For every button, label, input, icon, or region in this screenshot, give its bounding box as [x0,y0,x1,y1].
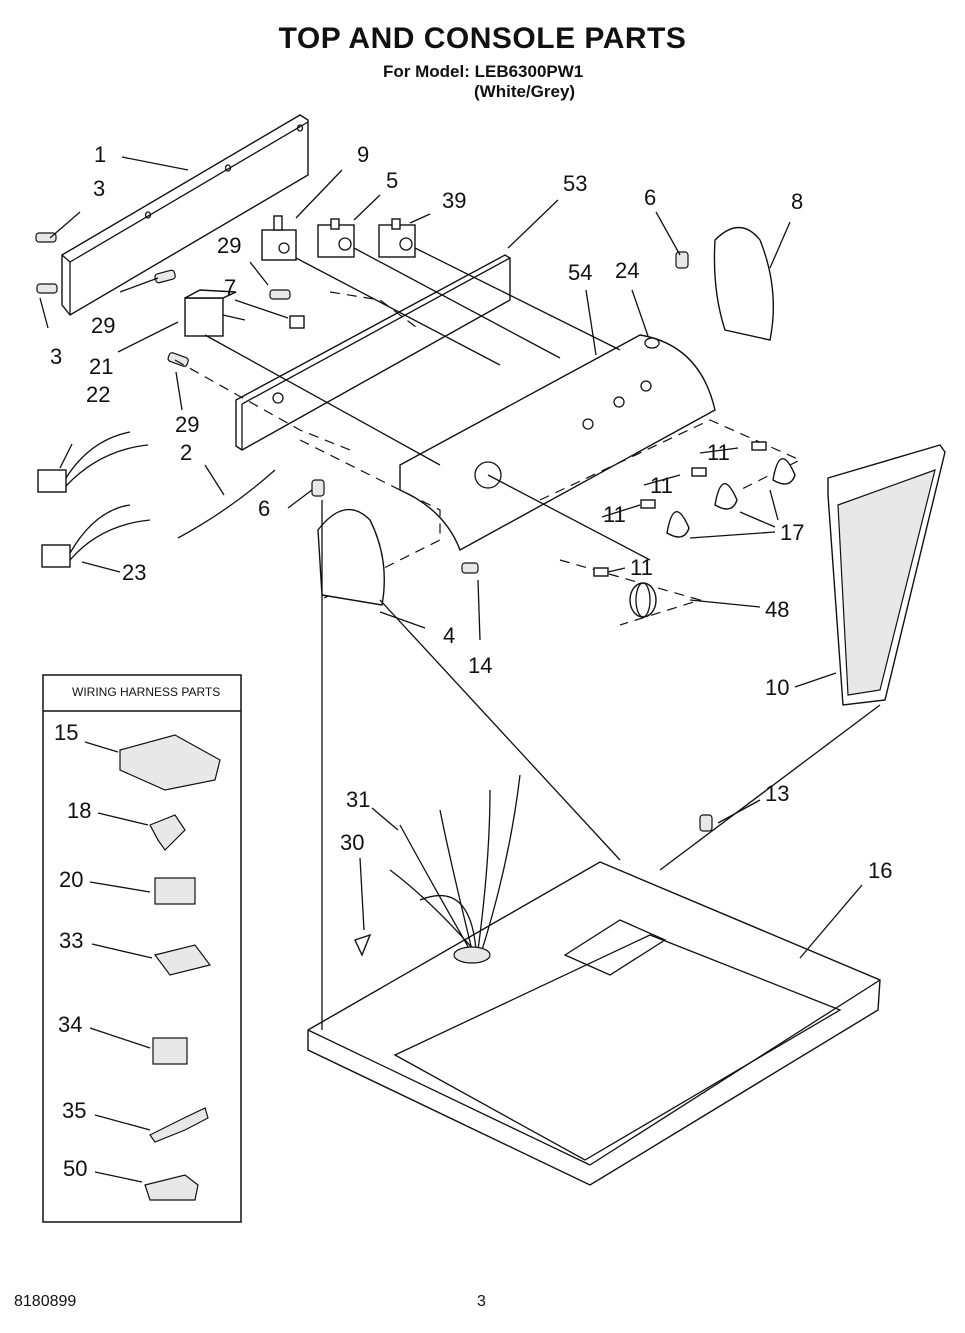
end-cap-8 [713,226,775,341]
callout-3-bottom: 3 [50,344,62,369]
callout-11-d: 11 [630,555,653,580]
connector-33 [153,944,212,976]
model-number: For Model: LEB6300PW1 [383,62,584,81]
callout-29-c: 29 [175,412,199,437]
switch-part-9 [261,215,297,261]
connector-15 [119,734,221,791]
clip-11-c [640,499,656,509]
dryer-top-16 [307,500,881,1186]
knob-17-a [772,458,796,485]
callout-10: 10 [765,675,789,700]
callout-21: 21 [89,354,113,379]
control-bracket-53 [235,254,511,451]
callout-11-c: 11 [603,502,626,527]
callout-17: 17 [780,520,804,545]
callout-39: 39 [442,188,466,213]
document-number: 8180899 [14,1293,77,1310]
callout-35: 35 [62,1098,86,1123]
callout-29-a: 29 [217,233,241,258]
screw-29-a [154,269,176,284]
callout-11-a: 11 [707,440,730,465]
clip-11-a [751,441,767,451]
knob-48 [629,582,657,618]
wiring-harness-31 [389,774,521,964]
callout-50: 50 [63,1156,87,1181]
terminal-35 [149,1107,209,1143]
clip-11-b [691,467,707,477]
harness-22 [37,431,149,493]
callout-3-top: 3 [93,176,105,201]
callout-34: 34 [58,1012,82,1037]
callout-23: 23 [122,560,146,585]
callout-48: 48 [765,597,789,622]
callout-9: 9 [357,142,369,167]
callout-30: 30 [340,830,364,855]
screw-3-top [35,232,57,243]
console-54 [399,334,716,552]
console-back-panel [61,114,309,316]
callout-53: 53 [563,171,587,196]
callout-7: 7 [224,275,236,300]
screw-3-bottom [36,283,58,294]
switch-part-7 [289,315,305,329]
leader-arrows [39,156,863,1183]
end-cap-4 [317,508,385,606]
callout-16: 16 [868,858,892,883]
page-number: 3 [477,1293,486,1310]
callout-1: 1 [94,142,106,167]
callout-29-b: 29 [91,313,115,338]
wire-2 [177,469,276,539]
callout-31: 31 [346,787,370,812]
callout-6-top: 6 [644,185,656,210]
clip-part-30 [354,933,372,957]
page-title: TOP AND CONSOLE PARTS [278,22,687,55]
callout-15: 15 [54,720,78,745]
knob-17-c [666,511,690,538]
clip-11-d [593,567,609,577]
connector-34 [152,1037,188,1065]
callout-5: 5 [386,168,398,193]
callout-14: 14 [468,653,492,678]
wiring-box-title: WIRING HARNESS PARTS [72,685,220,699]
timer-part-21 [184,289,246,337]
callout-54: 54 [568,260,592,285]
screw-6-top [675,251,689,269]
connector-20 [154,877,196,905]
callout-11-b: 11 [650,473,673,498]
screw-13 [699,814,713,832]
callout-24: 24 [615,258,639,283]
color-variant: (White/Grey) [474,82,576,101]
callout-22: 22 [86,382,110,407]
callout-13: 13 [765,781,789,806]
callout-6-bottom: 6 [258,496,270,521]
screw-14 [461,562,479,574]
callout-18: 18 [67,798,91,823]
screw-29-c [167,352,189,367]
callout-20: 20 [59,867,83,892]
switch-part-39 [378,218,416,258]
screw-6-bottom [311,479,325,497]
callout-8: 8 [791,189,803,214]
connector-50 [144,1174,199,1201]
switch-part-5 [317,218,355,258]
knob-17-b [714,483,738,510]
callout-2: 2 [180,440,192,465]
lint-screen-10 [827,444,946,706]
callout-4: 4 [443,623,455,648]
harness-23 [41,504,151,568]
connector-18 [149,814,186,851]
screw-29-b [269,289,291,300]
callout-33: 33 [59,928,83,953]
